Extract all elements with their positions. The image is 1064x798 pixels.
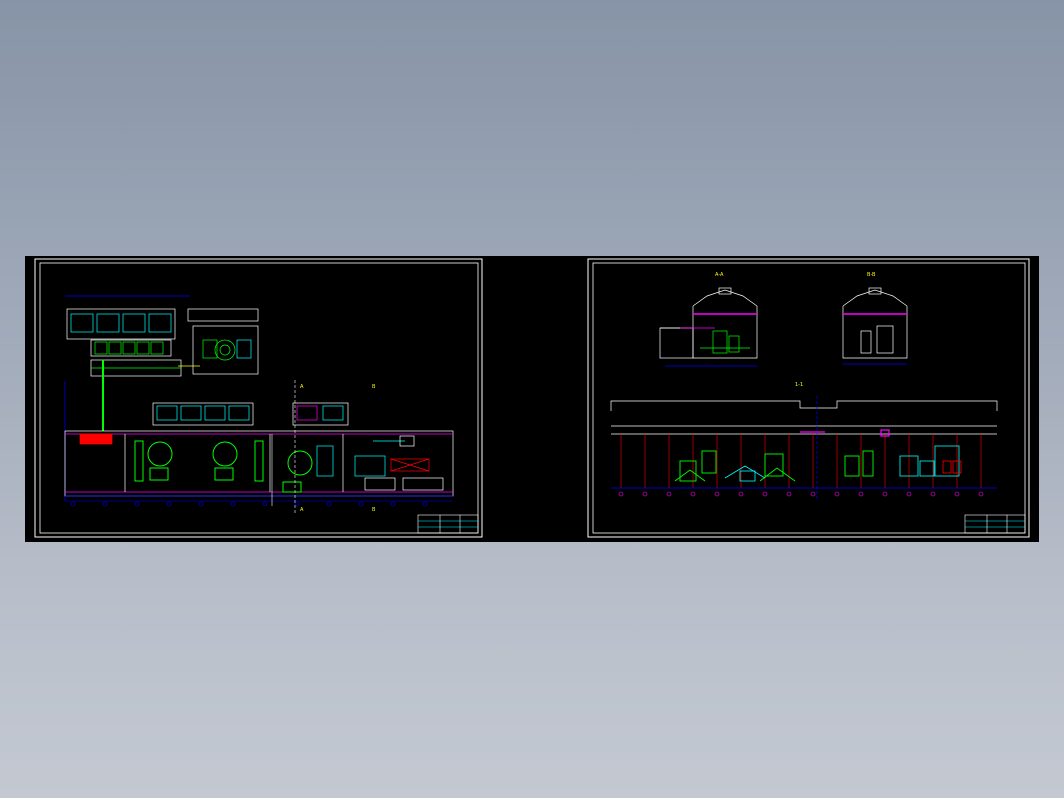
drawing-canvas[interactable]: A B A B A-A	[25, 256, 1039, 542]
sheet-inner-frame	[592, 262, 1026, 534]
machine-room-row	[64, 402, 454, 497]
marker-red-block	[79, 433, 113, 445]
section-11	[610, 396, 998, 501]
section-bb	[842, 287, 908, 365]
marker-red-grid	[390, 458, 430, 472]
section-title-bb: B-B	[867, 272, 876, 278]
title-block-sections	[964, 514, 1026, 534]
section-title-aa: A-A	[715, 272, 724, 278]
section-mark-b-top: B	[372, 384, 376, 390]
section-aa	[659, 287, 758, 367]
section-title-11: 1-1	[795, 382, 803, 388]
axis-row-elevation	[618, 491, 984, 497]
title-block-plan	[417, 514, 479, 534]
drawing-svg: A B A B A-A	[34, 258, 1030, 538]
section-mark-a-bottom: A	[300, 507, 304, 513]
axis-row-plan	[65, 380, 453, 514]
section-mark-b-bottom: B	[372, 507, 376, 513]
sheet-outer-frame	[34, 258, 483, 538]
room-cluster-upper-left	[64, 295, 259, 501]
sheet-plan: A B A B	[34, 258, 483, 538]
sheet-sections: A-A B-B	[587, 258, 1030, 538]
sheet-outer-frame	[587, 258, 1030, 538]
sheet-inner-frame	[39, 262, 479, 534]
section-mark-a-top: A	[300, 384, 304, 390]
